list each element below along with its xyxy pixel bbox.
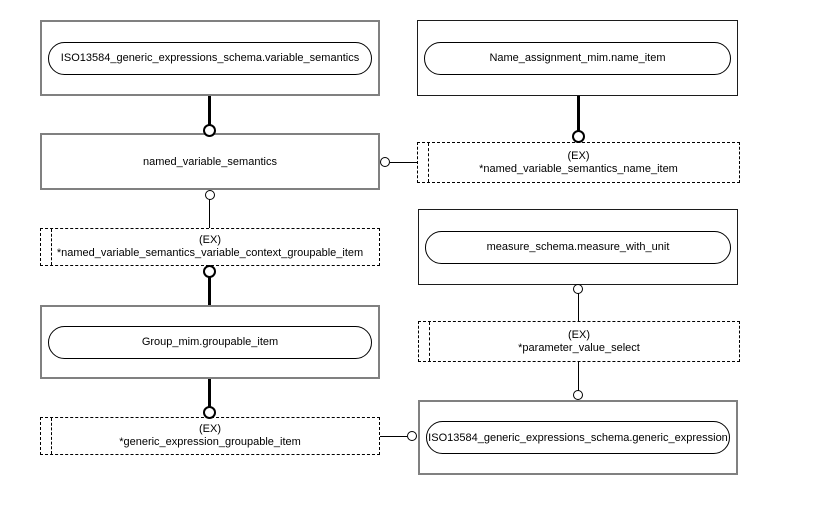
relationship-circle-icon: [573, 390, 583, 400]
connector-name-item-to-name-item-select: [577, 96, 580, 132]
select-tag: (EX): [199, 234, 221, 246]
select-box-named-variable-semantics-variable-context-groupable-item: (EX) *named_variable_semantics_variable_…: [40, 228, 380, 266]
select-double-bar: [51, 418, 52, 454]
select-tag: (EX): [567, 149, 590, 162]
relationship-circle-icon: [203, 124, 216, 137]
connector-named-to-name-item-select: [390, 162, 417, 163]
connector-measure-to-parameter-select: [578, 293, 579, 321]
stadium-variable-semantics-ref: ISO13584_generic_expressions_schema.vari…: [48, 41, 372, 75]
relationship-circle-icon: [407, 431, 417, 441]
relationship-circle-icon: [203, 406, 216, 419]
select-label: *generic_expression_groupable_item: [119, 436, 301, 448]
connector-variable-semantics-to-named: [208, 96, 211, 126]
stadium-name-item-ref: Name_assignment_mim.name_item: [424, 41, 731, 75]
stadium-groupable-item-ref: Group_mim.groupable_item: [48, 325, 372, 359]
entity-box-generic-expression-ref: ISO13584_generic_expressions_schema.gene…: [418, 400, 738, 475]
groupable-item-ref-label: Group_mim.groupable_item: [141, 336, 279, 348]
select-double-bar: [51, 229, 52, 265]
select-box-parameter-value-select: (EX) *parameter_value_select: [418, 321, 740, 362]
connector-group-to-generic-groupable: [208, 379, 211, 408]
entity-box-name-item-ref: Name_assignment_mim.name_item: [417, 20, 738, 96]
named-variable-semantics-label: named_variable_semantics: [143, 155, 277, 168]
generic-expression-ref-label: ISO13584_generic_expressions_schema.gene…: [428, 431, 728, 444]
entity-box-measure-with-unit-ref: measure_schema.measure_with_unit: [418, 209, 738, 285]
connector-generic-groupable-to-generic-expression: [380, 436, 407, 437]
connector-context-groupable-to-group: [208, 276, 211, 305]
relationship-circle-icon: [572, 130, 585, 143]
select-double-bar: [428, 143, 429, 182]
connector-parameter-select-to-generic-expression: [578, 362, 579, 391]
connector-named-to-context-groupable: [209, 199, 210, 228]
variable-semantics-ref-label: ISO13584_generic_expressions_schema.vari…: [60, 52, 360, 64]
name-item-ref-label: Name_assignment_mim.name_item: [489, 52, 666, 64]
select-box-generic-expression-groupable-item: (EX) *generic_expression_groupable_item: [40, 417, 380, 455]
relationship-circle-icon: [205, 190, 215, 200]
select-label: *named_variable_semantics_variable_conte…: [56, 247, 364, 259]
select-tag: (EX): [199, 423, 221, 435]
entity-box-groupable-item-ref: Group_mim.groupable_item: [40, 305, 380, 379]
select-label: *named_variable_semantics_name_item: [479, 162, 678, 175]
stadium-measure-with-unit-ref: measure_schema.measure_with_unit: [425, 230, 731, 264]
select-double-bar: [429, 322, 430, 361]
select-box-named-variable-semantics-name-item: (EX) *named_variable_semantics_name_item: [417, 142, 740, 183]
relationship-circle-icon: [203, 265, 216, 278]
select-label: *parameter_value_select: [518, 341, 640, 354]
measure-with-unit-ref-label: measure_schema.measure_with_unit: [486, 241, 670, 253]
select-tag: (EX): [568, 328, 590, 341]
relationship-circle-icon: [573, 284, 583, 294]
stadium-generic-expression-ref: ISO13584_generic_expressions_schema.gene…: [426, 421, 730, 454]
relationship-circle-icon: [380, 157, 390, 167]
entity-box-named-variable-semantics: named_variable_semantics: [40, 133, 380, 190]
entity-box-variable-semantics-ref: ISO13584_generic_expressions_schema.vari…: [40, 20, 380, 96]
